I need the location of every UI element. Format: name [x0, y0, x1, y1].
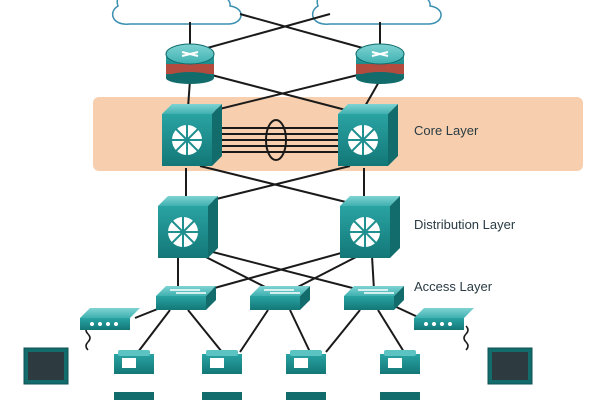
- distribution-layer-label: Distribution Layer: [414, 217, 516, 232]
- cloud-icon-right: [311, 0, 442, 25]
- distribution-switch-icon-right: [340, 196, 400, 258]
- distribution-switch-icon-left: [158, 196, 218, 258]
- ip-phone-icon-1: [114, 350, 154, 400]
- ip-phone-icon-2: [202, 350, 242, 400]
- access-point-icon-left: [80, 308, 140, 330]
- core-switch-icon-left: [162, 104, 222, 166]
- ip-phone-icon-3: [286, 350, 326, 400]
- access-switch-icon-center: [250, 286, 310, 310]
- ip-phone-icon-4: [380, 350, 420, 400]
- links: [85, 13, 469, 353]
- router-icon-left: [165, 43, 215, 84]
- access-layer-label: Access Layer: [414, 279, 493, 294]
- core-layer-label: Core Layer: [414, 123, 479, 138]
- access-switch-icon-right: [344, 286, 404, 310]
- access-switch-icon-left: [156, 286, 216, 310]
- laptop-icon-left: [23, 347, 69, 385]
- access-point-icon-right: [414, 308, 474, 330]
- cloud-icon-left: [111, 0, 242, 25]
- laptop-icon-right: [487, 347, 533, 385]
- router-icon-right: [355, 43, 405, 84]
- core-switch-icon-right: [338, 104, 398, 166]
